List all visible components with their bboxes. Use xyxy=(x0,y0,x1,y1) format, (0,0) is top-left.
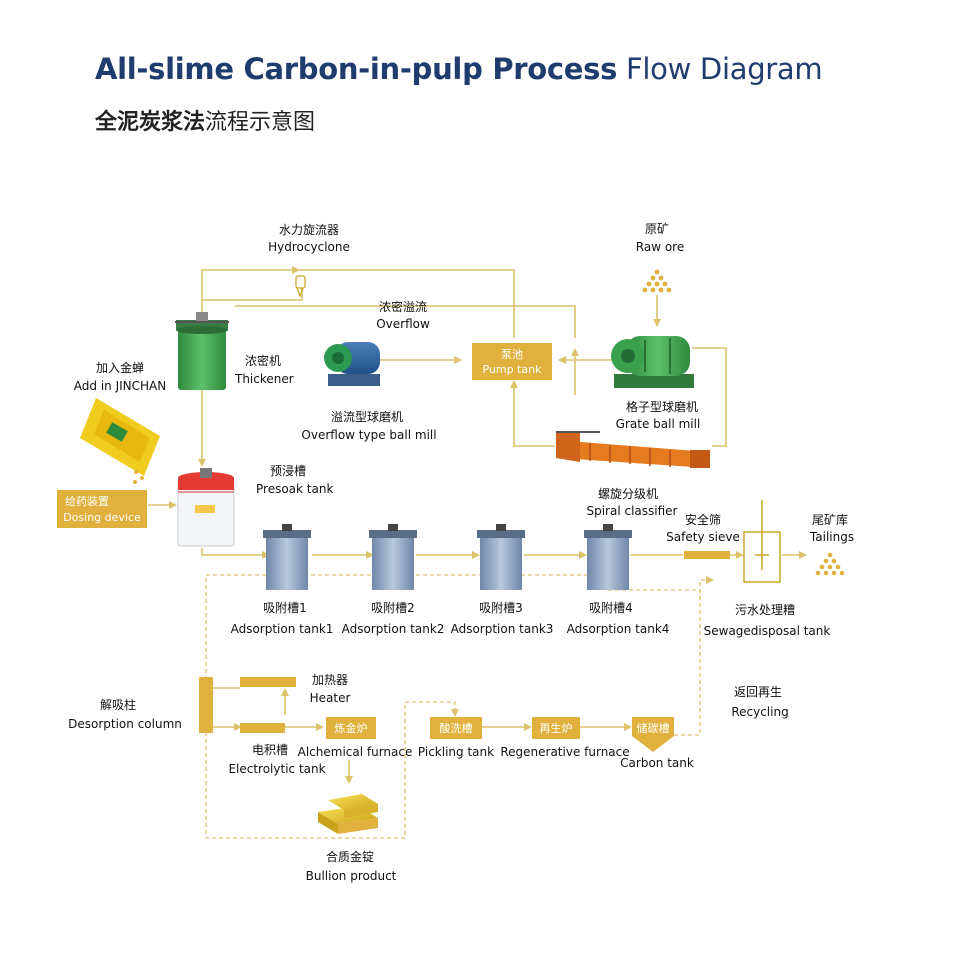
recycling-cn: 返回再生 xyxy=(734,685,782,699)
tailings-cn: 尾矿库 xyxy=(812,512,848,527)
pump-tank-box xyxy=(472,343,552,380)
overflow-mill-en: Overflow type ball mill xyxy=(301,428,436,442)
raw-ore-cn: 原矿 xyxy=(645,222,669,236)
thickener-icon xyxy=(175,312,229,390)
hydrocyclone-icon xyxy=(295,275,306,298)
dosing-device-cn: 给药装置 xyxy=(65,495,109,508)
heater-en: Heater xyxy=(310,691,351,705)
adsorption-tank-3 xyxy=(477,524,525,590)
desorption-column xyxy=(199,677,213,733)
thickener-cn: 浓密机 xyxy=(245,353,281,368)
adsorption-2-cn: 吸附槽2 xyxy=(371,601,415,615)
adsorption-4-cn: 吸附槽4 xyxy=(589,601,633,615)
adsorption-1-cn: 吸附槽1 xyxy=(263,601,307,615)
adsorption-2-en: Adsorption tank2 xyxy=(342,622,445,636)
raw-ore-icon xyxy=(642,269,672,293)
overflow-mill-cn: 溢流型球磨机 xyxy=(331,410,403,424)
presoak-tank-icon xyxy=(177,468,235,547)
electrolytic-tank-bar xyxy=(240,723,285,733)
regenerative-en: Regenerative furnace xyxy=(500,745,629,759)
dashed-lines xyxy=(205,574,714,839)
spiral-classifier-en: Spiral classifier xyxy=(586,504,677,518)
spiral-classifier-cn: 螺旋分级机 xyxy=(598,487,658,501)
regenerative-furnace-cn: 再生炉 xyxy=(540,721,573,735)
pump-tank-cn: 泵池 xyxy=(501,348,523,361)
electrolytic-en: Electrolytic tank xyxy=(228,762,325,776)
sewage-cn: 污水处理糟 xyxy=(735,602,795,617)
adsorption-3-en: Adsorption tank3 xyxy=(451,622,554,636)
thickener-en: Thickener xyxy=(234,372,294,386)
bullion-en: Bullion product xyxy=(306,869,397,883)
jinchan-bag-icon xyxy=(80,398,160,484)
adsorption-1-en: Adsorption tank1 xyxy=(231,622,334,636)
recycling-en: Recycling xyxy=(731,705,788,719)
safety-sieve-bar xyxy=(684,551,730,559)
alchemical-en: Alchemical furnace xyxy=(298,745,413,759)
page-subtitle: 全泥炭浆法流程示意图 xyxy=(95,104,315,136)
pickling-tank-cn: 酸洗槽 xyxy=(440,721,473,735)
safety-sieve-en: Safety sieve xyxy=(666,530,740,544)
heater-cn: 加热器 xyxy=(312,673,348,687)
regenerative-furnace-box xyxy=(532,717,580,739)
pump-tank-en: Pump tank xyxy=(482,363,542,376)
adsorption-3-cn: 吸附槽3 xyxy=(479,601,523,615)
hydrocyclone-cn: 水力旋流器 xyxy=(279,223,339,237)
carbon-tank-cn: 储碳槽 xyxy=(637,721,670,735)
sewage-tank-icon xyxy=(743,500,781,583)
presoak-en: Presoak tank xyxy=(256,482,333,496)
grate-ball-mill-icon xyxy=(611,336,694,388)
tailings-en: Tailings xyxy=(809,530,854,544)
adsorption-4-en: Adsorption tank4 xyxy=(567,622,670,636)
page-title: All-slime Carbon-in-pulp Process Flow Di… xyxy=(95,52,823,86)
adsorption-tank-2 xyxy=(369,524,417,590)
grate-mill-en: Grate ball mill xyxy=(616,417,701,431)
heater-bar xyxy=(240,677,296,687)
overflow-en: Overflow xyxy=(376,317,430,331)
hydrocyclone-en: Hydrocyclone xyxy=(268,240,350,254)
carbon-tank-shape xyxy=(632,717,674,752)
tailings-icon xyxy=(815,552,845,576)
alchemical-furnace-cn: 炼金炉 xyxy=(335,721,368,735)
dosing-device-box xyxy=(57,490,147,528)
bullion-cn: 合质金锭 xyxy=(326,849,374,864)
adsorption-tank-4 xyxy=(584,524,632,590)
gold-bullion-icon xyxy=(318,794,378,834)
title-bold: All-slime Carbon-in-pulp Process xyxy=(95,52,618,86)
spiral-classifier-icon xyxy=(556,431,710,468)
desorption-cn: 解吸柱 xyxy=(100,697,136,712)
sewage-en: Sewagedisposal tank xyxy=(704,624,831,638)
subtitle-light: 流程示意图 xyxy=(205,110,316,135)
add-jinchan-en: Add in JINCHAN xyxy=(74,379,166,393)
alchemical-furnace-box xyxy=(326,717,376,739)
pickling-tank-box xyxy=(430,717,482,739)
raw-ore-en: Raw ore xyxy=(636,240,684,254)
carbon-tank-en: Carbon tank xyxy=(620,756,694,770)
adsorption-tank-1 xyxy=(263,524,311,590)
dosing-device-en: Dosing device xyxy=(63,511,141,524)
subtitle-bold: 全泥炭浆法 xyxy=(95,110,206,135)
desorption-en: Desorption column xyxy=(68,717,182,731)
add-jinchan-cn: 加入金蝉 xyxy=(96,360,144,375)
title-light: Flow Diagram xyxy=(626,52,823,86)
presoak-cn: 预浸槽 xyxy=(270,464,306,478)
safety-sieve-cn: 安全筛 xyxy=(685,512,721,527)
electrolytic-cn: 电积槽 xyxy=(252,743,288,757)
flow-lines xyxy=(148,266,807,784)
overflow-cn: 浓密溢流 xyxy=(379,299,427,314)
grate-mill-cn: 格子型球磨机 xyxy=(626,399,698,414)
pickling-en: Pickling tank xyxy=(418,745,494,759)
overflow-ball-mill-icon xyxy=(324,342,380,386)
